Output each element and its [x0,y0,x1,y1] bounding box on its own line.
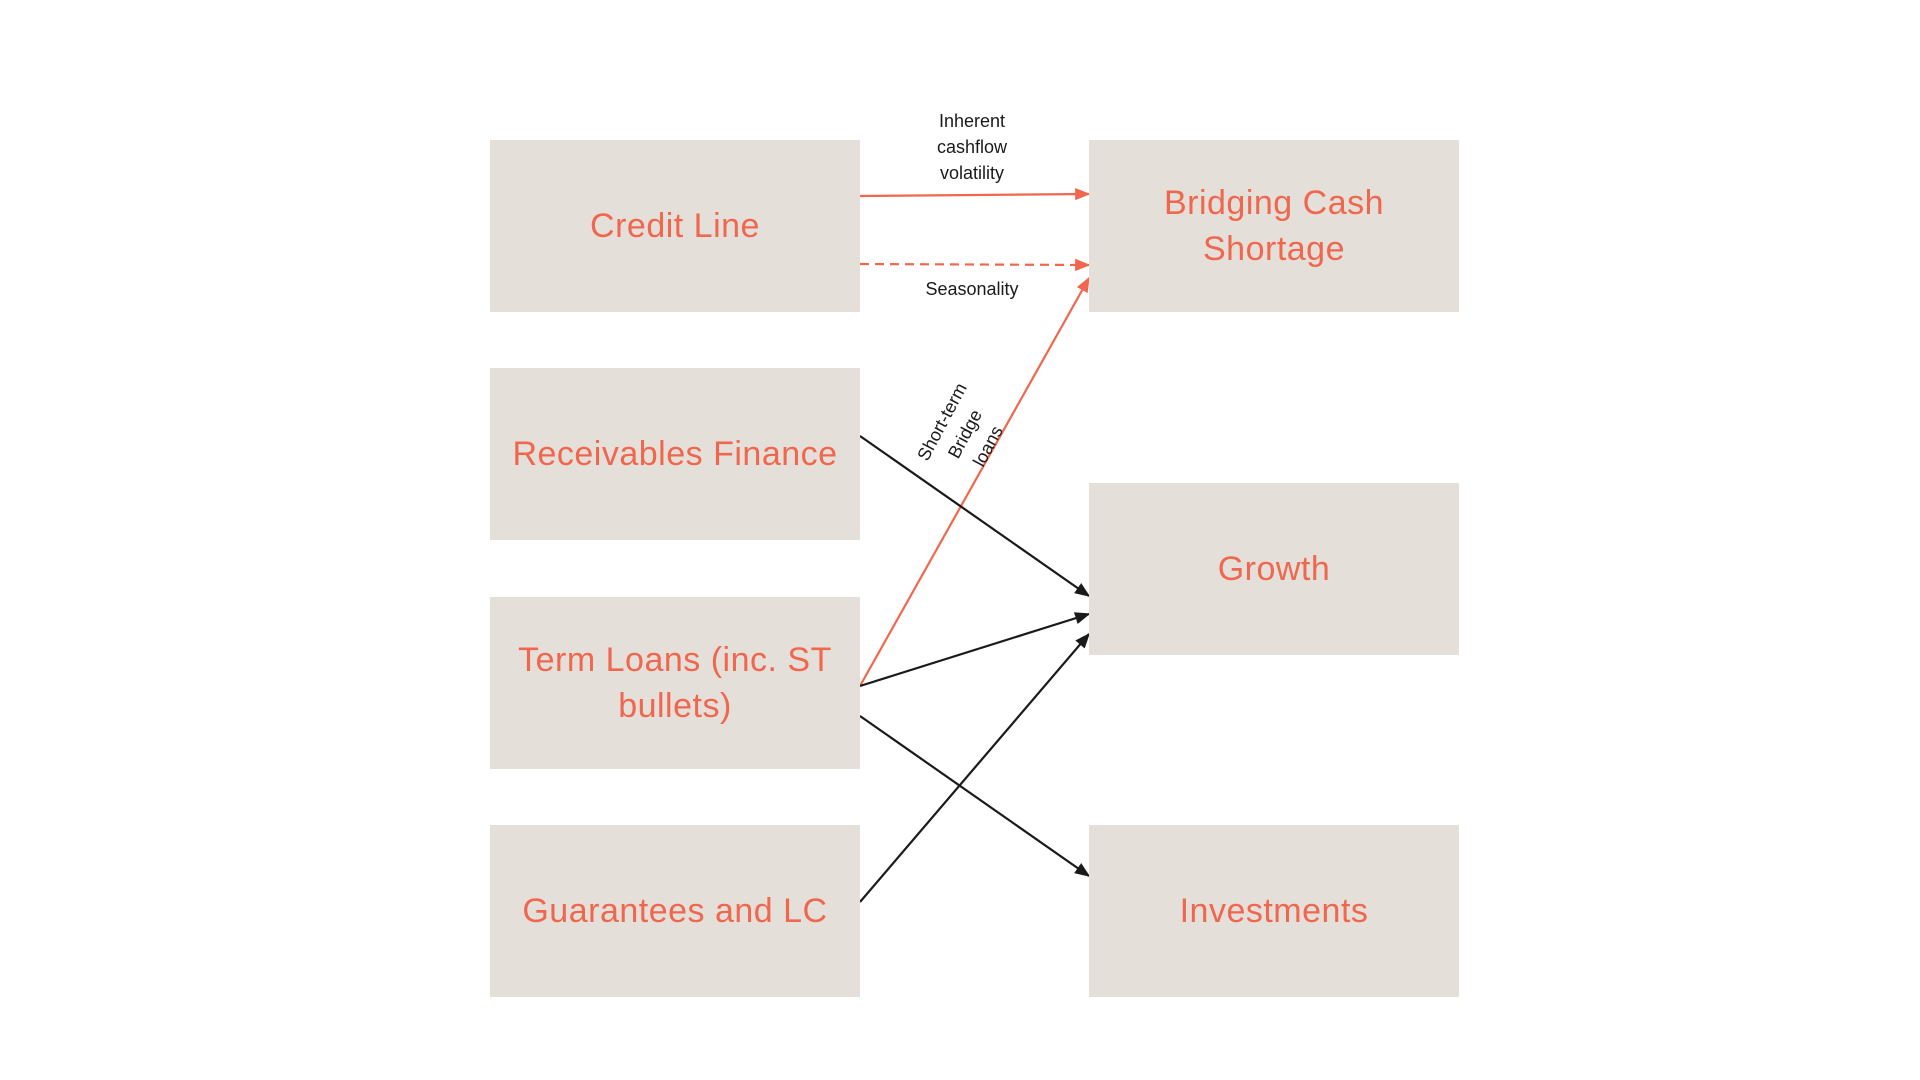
node-guarantees-lc: Guarantees and LC [490,825,860,997]
node-term-loans: Term Loans (inc. ST bullets) [490,597,860,769]
edge-receivables-to-growth [859,435,1091,597]
node-label: Receivables Finance [512,435,838,473]
node-receivables-finance: Receivables Finance [490,368,860,540]
node-label: Term Loans (inc. ST bullets) [518,641,832,725]
edge-term-loans-to-bridging [859,276,1090,687]
node-label: Growth [1217,550,1331,588]
node-label: Bridging Cash Shortage [1163,184,1385,268]
node-growth: Growth [1089,483,1459,655]
edge-credit-line-to-bridging-solid [859,187,1091,201]
node-label: Credit Line [590,207,760,245]
node-investments: Investments [1089,825,1459,997]
node-label: Investments [1179,892,1369,930]
edge-label-inherent-volatility: Inherent cashflow volatility [936,111,1008,183]
edge-credit-line-to-bridging-dashed [859,258,1091,272]
node-label: Guarantees and LC [522,892,828,930]
edge-term-loans-to-investments [859,715,1091,877]
edge-label-seasonality: Seasonality [925,279,1019,299]
node-bridging-cash-shortage: Bridging Cash Shortage [1089,140,1459,312]
edge-term-loans-to-growth [859,612,1091,688]
edge-guarantees-to-growth [859,632,1091,903]
node-credit-line: Credit Line [490,140,860,312]
